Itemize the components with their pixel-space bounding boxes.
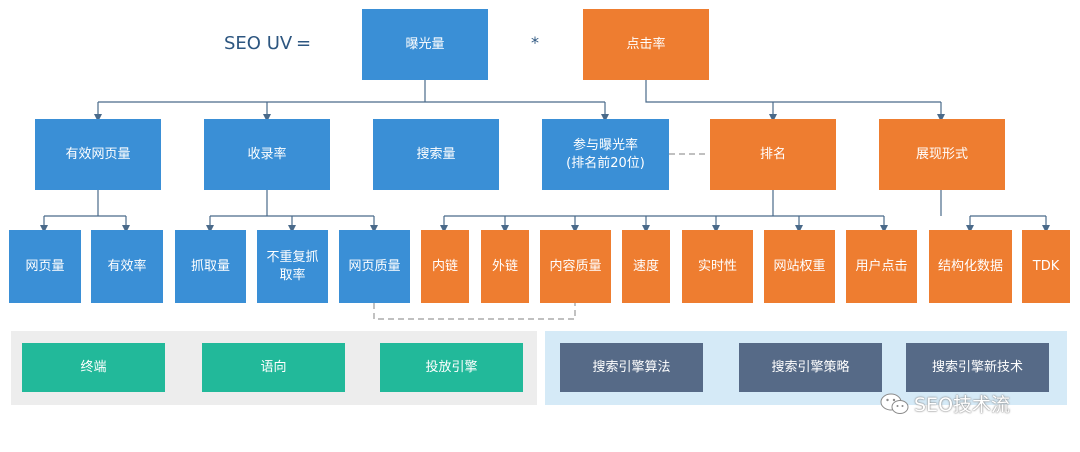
node-content-quality: 内容质量 bbox=[540, 230, 611, 303]
node-ctr: 点击率 bbox=[583, 9, 709, 80]
node-internal-links: 内链 bbox=[421, 230, 469, 303]
node-tdk: TDK bbox=[1022, 230, 1070, 303]
bottom-ad-engine: 投放引擎 bbox=[380, 343, 523, 392]
bottom-new-tech: 搜索引擎新技术 bbox=[906, 343, 1049, 392]
node-ranking: 排名 bbox=[710, 119, 836, 190]
connector-display-format bbox=[940, 190, 1046, 217]
bottom-language: 语向 bbox=[202, 343, 345, 392]
node-user-clicks: 用户点击 bbox=[846, 230, 917, 303]
node-index-rate: 收录率 bbox=[204, 119, 330, 190]
node-effective-pages: 有效网页量 bbox=[35, 119, 161, 190]
formula-times: * bbox=[531, 33, 539, 52]
connector-ranking bbox=[444, 190, 884, 217]
formula-equals: = bbox=[296, 33, 312, 54]
wechat-icon bbox=[880, 393, 909, 414]
node-page-quality: 网页质量 bbox=[339, 230, 410, 303]
watermark: SEO技术流 bbox=[880, 390, 1010, 417]
node-external-links: 外链 bbox=[481, 230, 529, 303]
watermark-text: SEO技术流 bbox=[914, 394, 1011, 416]
node-crawl-volume: 抓取量 bbox=[175, 230, 246, 303]
connector-index-rate bbox=[210, 190, 374, 217]
node-effective-rate: 有效率 bbox=[91, 230, 163, 303]
node-impressions: 曝光量 bbox=[362, 9, 488, 80]
node-exposure-rate: 参与曝光率 (排名前20位) bbox=[542, 119, 669, 190]
node-page-count: 网页量 bbox=[9, 230, 81, 303]
bottom-strategy: 搜索引擎策略 bbox=[739, 343, 882, 392]
connector-effective-pages bbox=[44, 190, 126, 217]
node-site-weight: 网站权重 bbox=[764, 230, 835, 303]
node-display-format: 展现形式 bbox=[879, 119, 1005, 190]
connector-ctr bbox=[645, 80, 941, 103]
formula-seo-uv: SEO UV bbox=[224, 33, 293, 54]
bottom-algorithm: 搜索引擎算法 bbox=[560, 343, 703, 392]
bottom-terminal: 终端 bbox=[22, 343, 165, 392]
node-unique-crawl-rate: 不重复抓 取率 bbox=[257, 230, 328, 303]
node-structured-data: 结构化数据 bbox=[929, 230, 1012, 303]
dashed-link-quality bbox=[373, 303, 576, 320]
node-timeliness: 实时性 bbox=[682, 230, 753, 303]
connector-impressions bbox=[98, 80, 605, 103]
node-speed: 速度 bbox=[622, 230, 670, 303]
node-search-volume: 搜索量 bbox=[373, 119, 499, 190]
